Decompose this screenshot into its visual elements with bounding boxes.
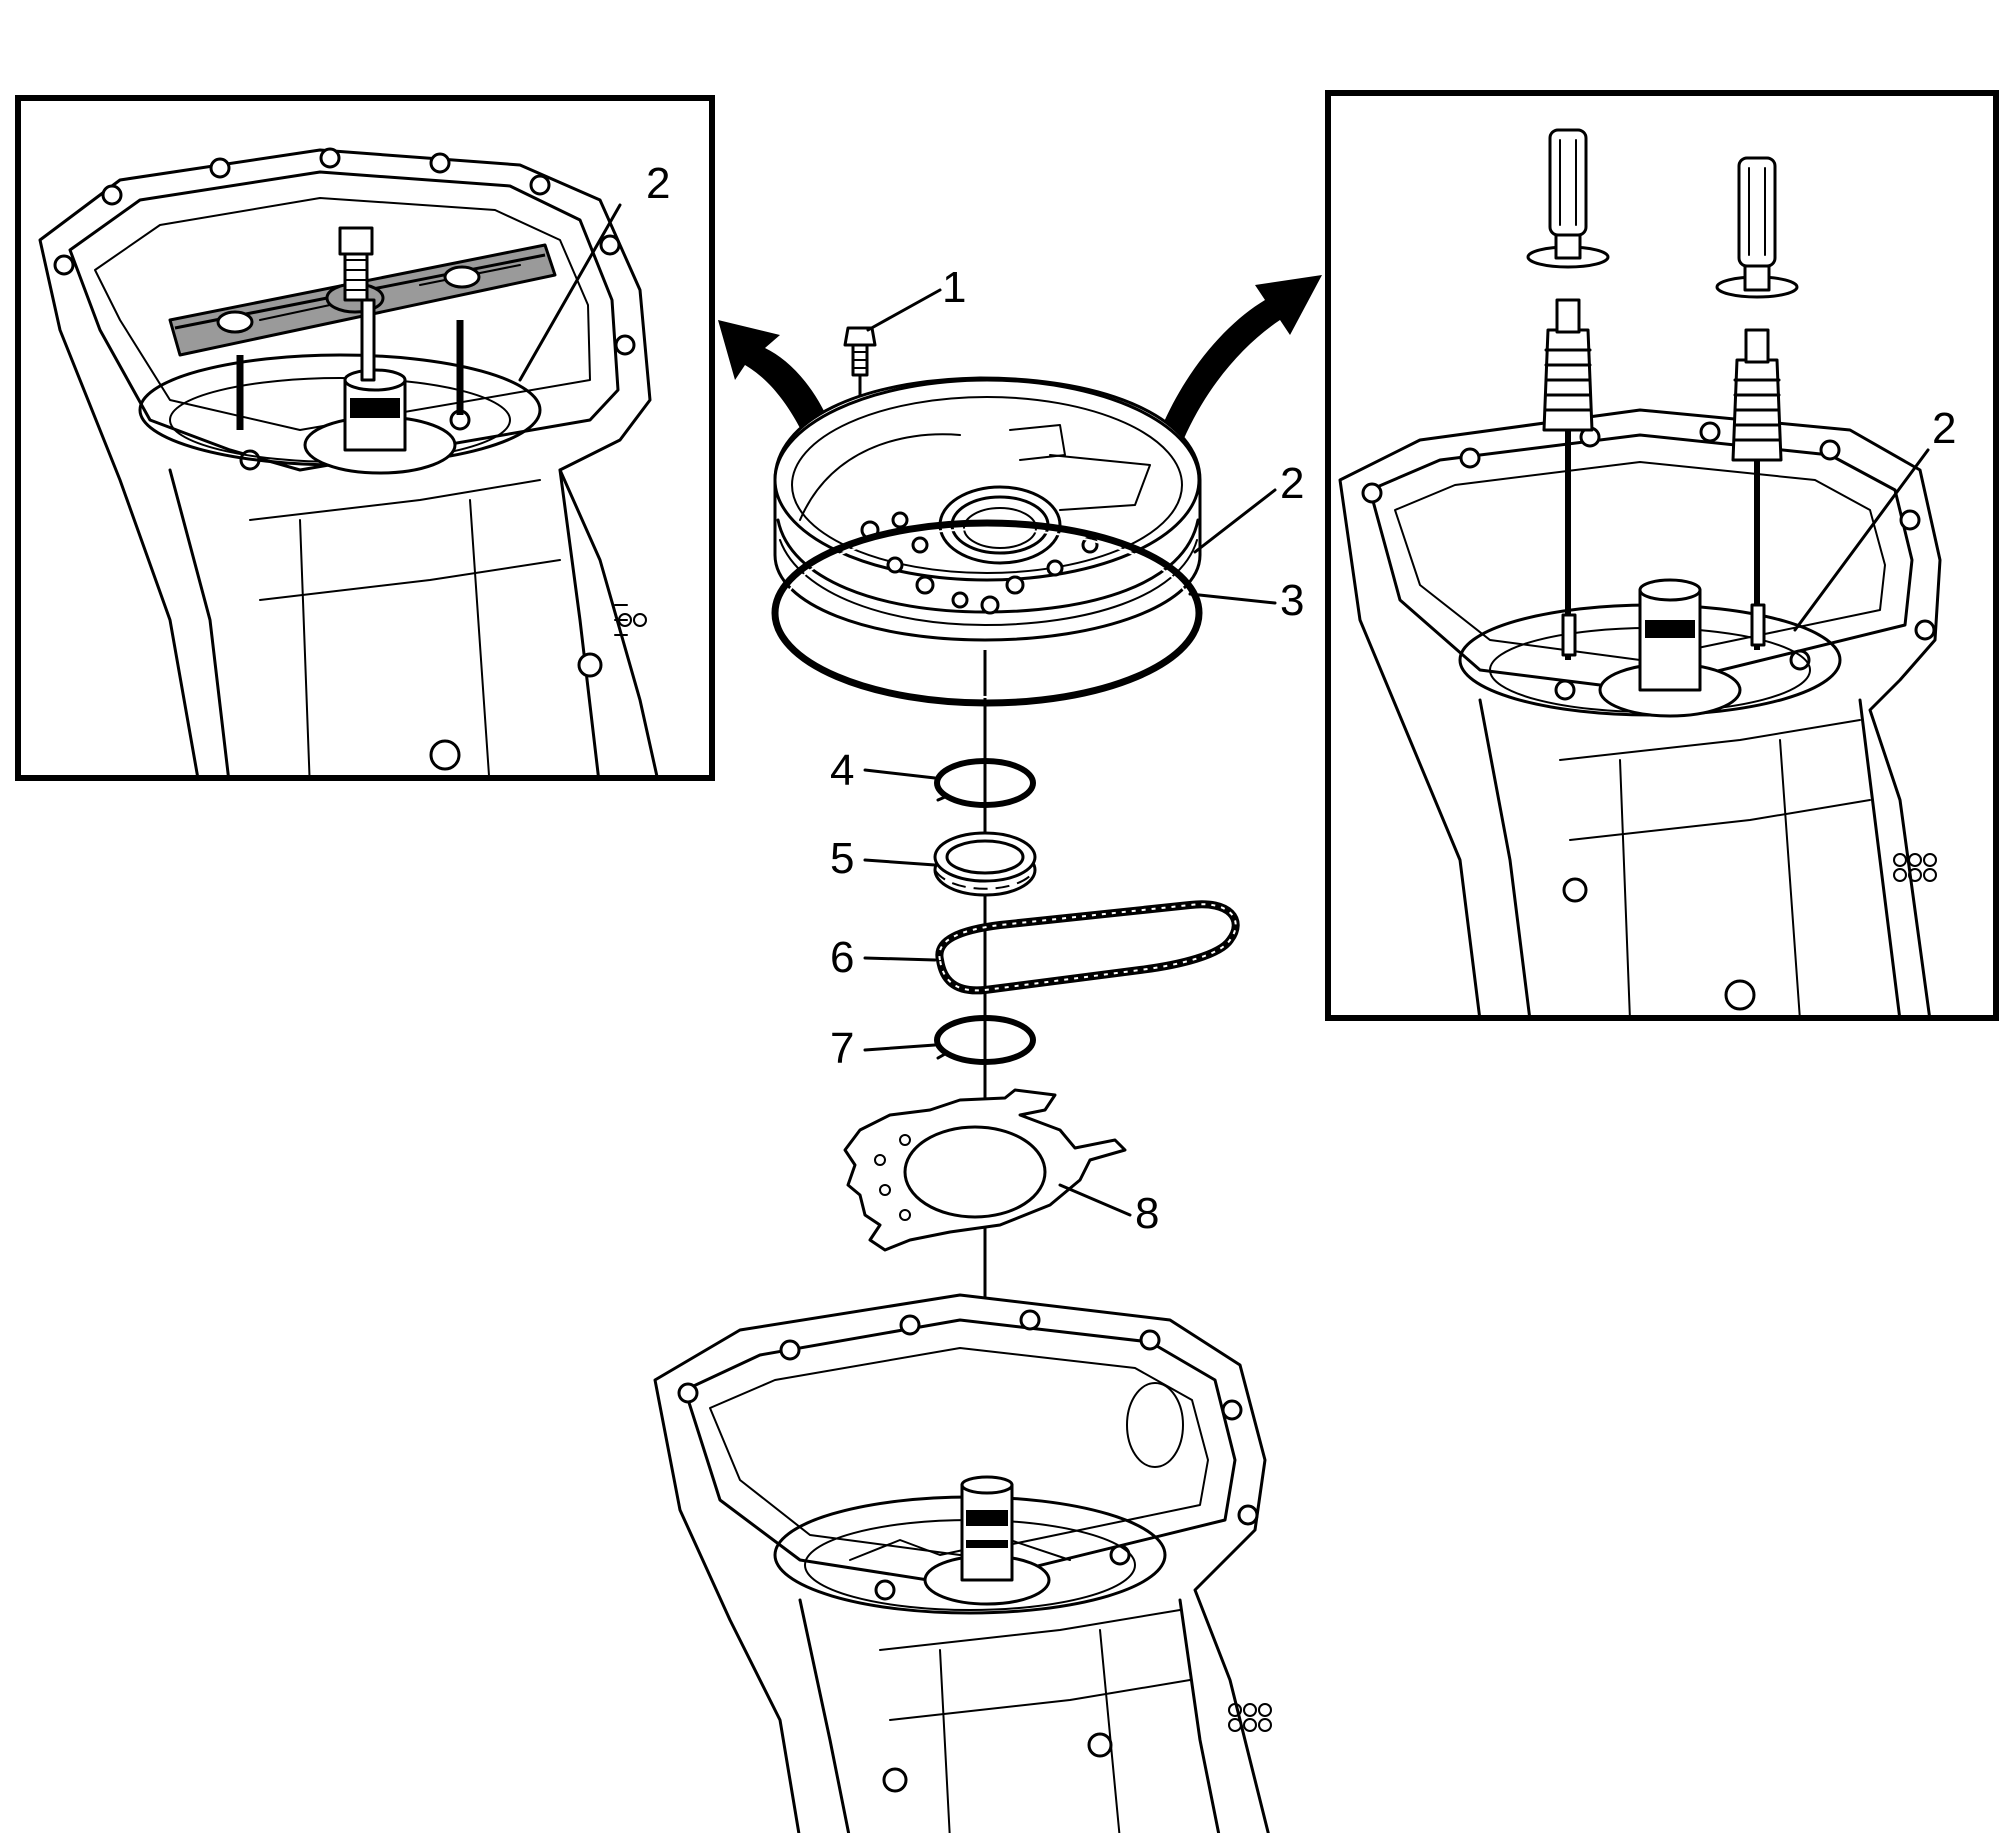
right-input-shaft [1598,578,1742,718]
ring-part-4: 4 [830,746,1036,808]
lower-flange-bolt-holes [677,1309,1259,1601]
lower-transmission-case [653,1293,1272,1833]
callout-6: 6 [830,933,854,982]
callout-3: 3 [1280,576,1304,625]
left-inset-callout-2: 2 [646,159,670,208]
lower-case-ribs [1228,1703,1272,1732]
callout-8: 8 [1135,1189,1159,1238]
callout-4: 4 [830,746,854,795]
left-case-ribs [614,604,647,636]
puller-tool [168,226,557,430]
left-input-shaft [303,368,457,475]
right-transmission-case [1338,128,1942,1015]
pump-cover-part-2: 2 [773,376,1304,642]
left-inset-puller-installation: 2 [15,95,715,781]
callout-2: 2 [1280,459,1304,508]
o-ring-part-3: 3 [771,519,1304,707]
callout-1: 1 [942,263,966,312]
gasket-part-8: 8 [843,1088,1159,1252]
right-inset-callout-2: 2 [1932,404,1956,453]
right-case-ribs [1893,853,1937,882]
left-flange-bolt-holes [53,147,636,471]
chain-part-6: 6 [830,900,1240,995]
callout-7: 7 [830,1024,854,1073]
ring-part-7: 7 [830,1015,1036,1073]
callout-5: 5 [830,834,854,883]
slide-hammer-right [1715,156,1799,650]
right-inset-slide-hammer-removal: 2 [1325,90,1999,1021]
left-transmission-case [38,147,659,775]
slide-hammer-left [1526,128,1610,660]
bearing-part-5: 5 [830,831,1037,897]
lower-input-shaft [923,1475,1051,1606]
right-flange-bolt-holes [1361,421,1936,701]
